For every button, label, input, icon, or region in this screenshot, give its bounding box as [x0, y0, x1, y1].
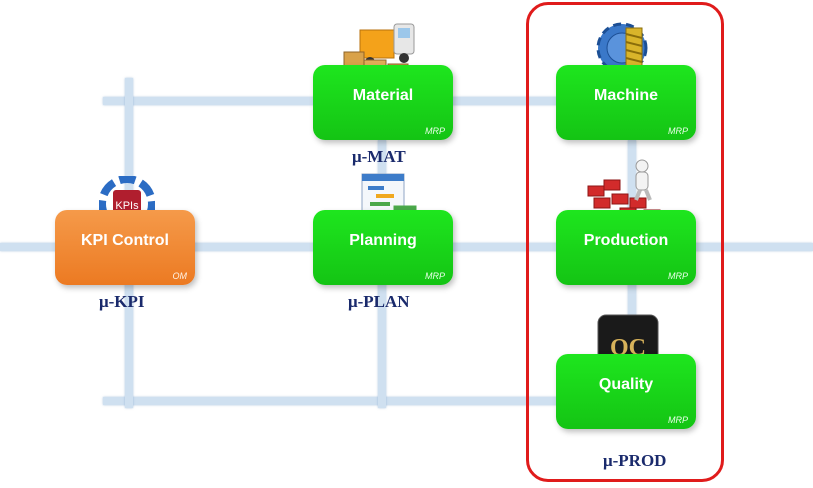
material-tag: MRP [425, 126, 445, 136]
quality-tag: MRP [668, 415, 688, 425]
module-mat-label: μ-MAT [352, 147, 406, 166]
kpis-icon-text: KPIs [115, 200, 139, 212]
production-node[interactable]: Production MRP [556, 210, 696, 285]
material-node[interactable]: Material MRP [313, 65, 453, 140]
production-tag: MRP [668, 271, 688, 281]
quality-node[interactable]: Quality MRP [556, 354, 696, 429]
planning-node[interactable]: Planning MRP [313, 210, 453, 285]
prod-group-frame [526, 2, 724, 482]
material-label: Material [352, 86, 414, 104]
gear-bolt-icon [592, 14, 662, 85]
machine-node[interactable]: Machine MRP [556, 65, 696, 140]
module-prod-label: μ-PROD [603, 451, 667, 470]
kpi-control-node[interactable]: KPI Control OM [55, 210, 195, 285]
planning-tag: MRP [425, 271, 445, 281]
kpi-control-label: KPI Control [81, 231, 169, 249]
machine-label: Machine [593, 86, 658, 104]
connector-line-bottom [103, 397, 573, 405]
kpi-control-tag: OM [172, 271, 188, 281]
module-plan-label: μ-PLAN [348, 292, 410, 311]
machine-tag: MRP [668, 126, 688, 136]
production-label: Production [583, 231, 669, 249]
planning-label: Planning [349, 231, 417, 249]
module-kpi-label: μ-KPI [99, 292, 145, 311]
quality-label: Quality [598, 375, 654, 393]
